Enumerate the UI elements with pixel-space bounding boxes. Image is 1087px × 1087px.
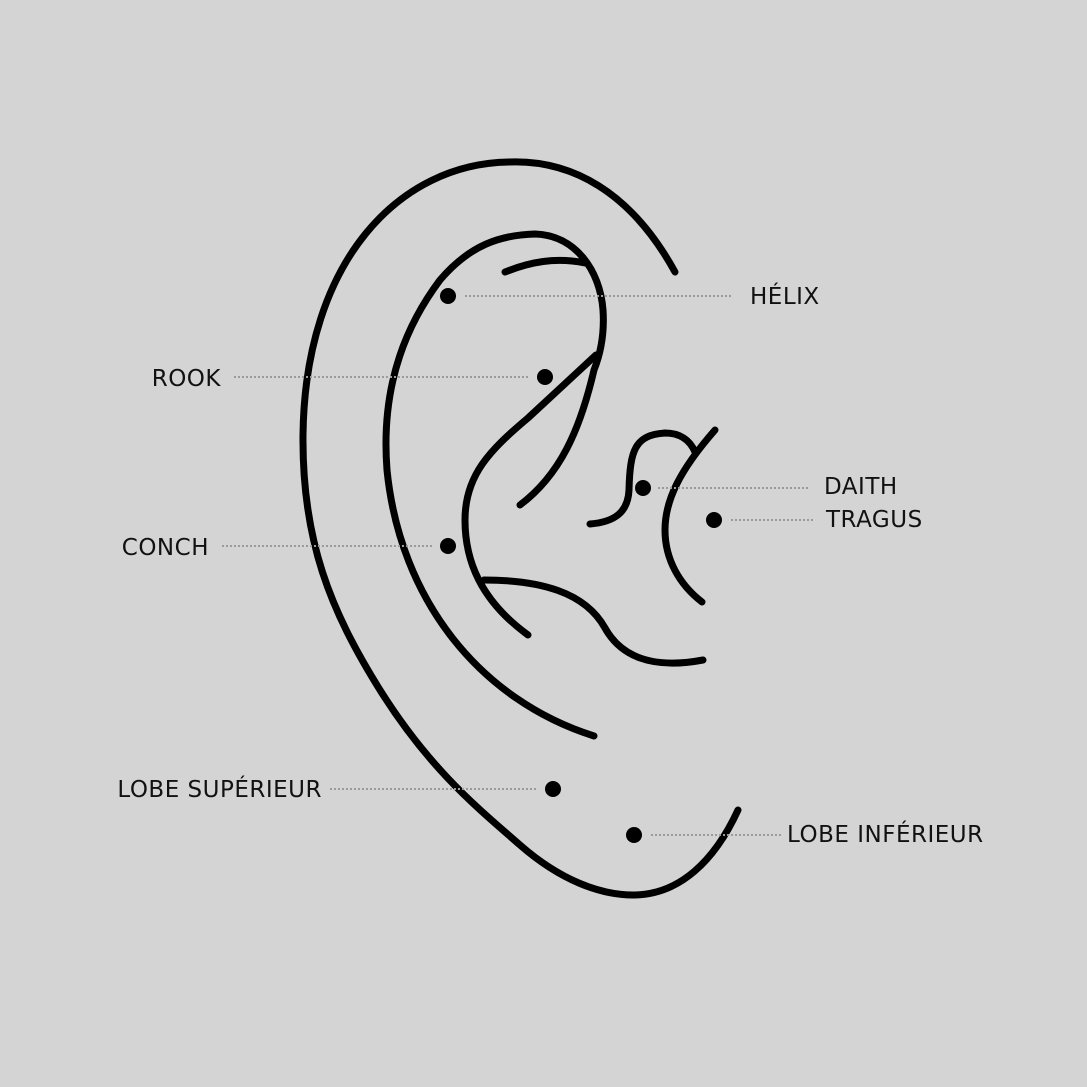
daith-point bbox=[635, 480, 651, 496]
upper-fold-curve bbox=[501, 256, 589, 276]
antihelix-curve bbox=[382, 230, 607, 740]
rook-point bbox=[537, 369, 553, 385]
tragus-label: TRAGUS bbox=[825, 507, 923, 533]
helix-point bbox=[440, 288, 456, 304]
crus-curve bbox=[461, 351, 600, 639]
antitragus-curve bbox=[480, 576, 707, 667]
lobe-upper-label: LOBE SUPÉRIEUR bbox=[117, 775, 322, 803]
piercing-points bbox=[440, 288, 722, 843]
daith-label: DAITH bbox=[824, 474, 898, 500]
leader-lines bbox=[222, 295, 813, 836]
ear-illustration bbox=[299, 158, 742, 899]
daith-curve bbox=[586, 429, 699, 528]
conch-point bbox=[440, 538, 456, 554]
rook-label: ROOK bbox=[152, 366, 222, 392]
tragus-point bbox=[706, 512, 722, 528]
lobe-lower-point bbox=[626, 827, 642, 843]
lobe-lower-label: LOBE INFÉRIEUR bbox=[787, 820, 984, 848]
tragus-curve bbox=[661, 426, 719, 606]
outer-helix-curve bbox=[299, 158, 742, 899]
helix-label: HÉLIX bbox=[750, 282, 820, 310]
labels: HÉLIX ROOK CONCH DAITH TRAGUS LOBE SUPÉR… bbox=[117, 282, 983, 848]
lobe-upper-point bbox=[545, 781, 561, 797]
conch-label: CONCH bbox=[122, 535, 209, 561]
